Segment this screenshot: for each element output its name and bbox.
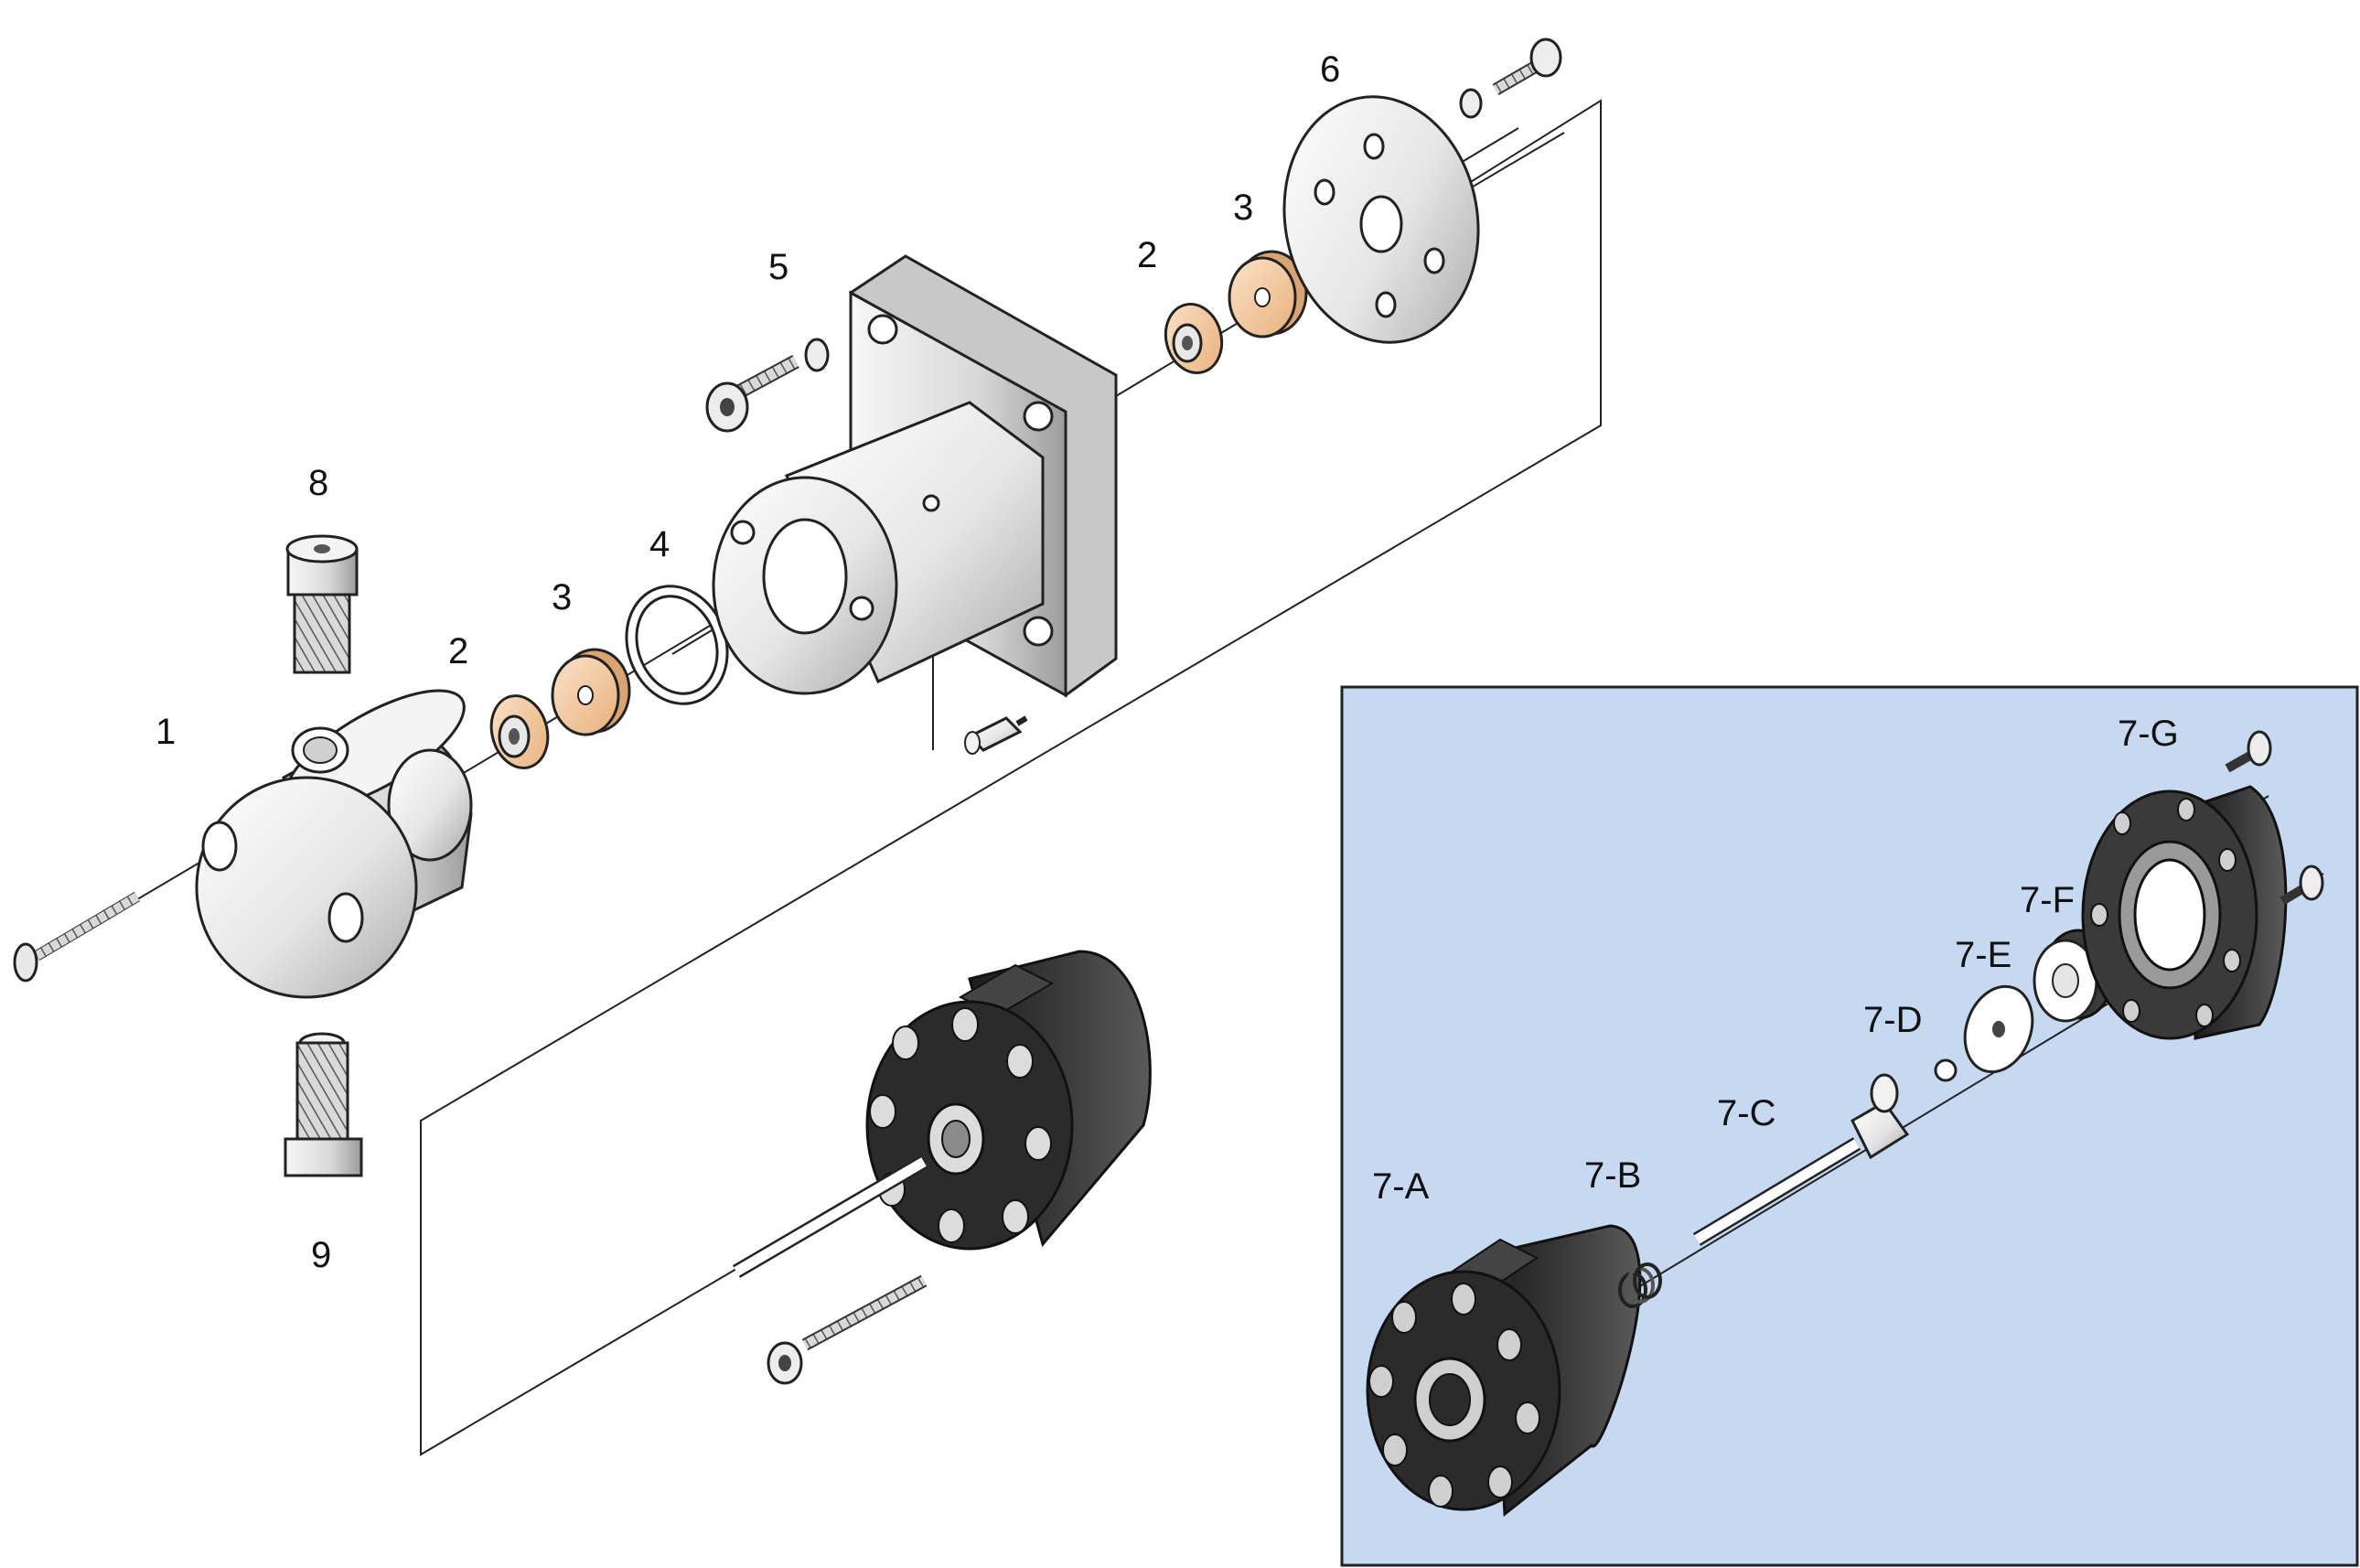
part-7g-screw-top [2225,730,2272,773]
label-part-7c: 7-C [1717,1093,1775,1133]
label-part-2-left: 2 [448,631,468,671]
label-part-8: 8 [308,463,328,503]
part-6-plate [1282,95,1480,344]
label-part-2-right: 2 [1137,235,1157,275]
part-2-seal-right [1164,302,1224,375]
part-6-screw [1459,38,1562,119]
callout-labels: 1 2 3 4 5 2 3 6 8 9 7-A 7-B 7-C 7-D 7-E … [156,49,2179,1275]
label-part-7d: 7-D [1863,1000,1922,1040]
part-4-o-ring [625,585,729,705]
label-part-7f: 7-F [2020,880,2075,920]
label-part-7g: 7-G [2118,714,2179,754]
part-5-housing [712,254,1118,698]
part-7g-support-ring [2081,785,2288,1040]
part-9-fitting [284,1032,363,1177]
label-part-1: 1 [156,712,176,752]
part-2-seal-left [489,694,550,769]
part-1-body [195,689,473,999]
label-part-7b: 7-B [1584,1155,1641,1196]
part-3-seal-left [551,648,631,736]
part-1-screw [13,891,141,983]
detail-inset [1340,685,2359,1567]
label-part-5: 5 [768,247,788,287]
label-part-3-left: 3 [552,577,572,618]
part-7b-spring [1618,1262,1662,1308]
label-part-7e: 7-E [1955,935,2011,975]
part-7c-plunger [1692,1073,1910,1246]
label-part-9: 9 [311,1235,331,1275]
label-part-4: 4 [649,524,670,564]
part-7a-piston-holder [1366,1224,1642,1517]
label-part-6: 6 [1320,49,1340,90]
part-7g-screw-bottom [2280,865,2324,906]
part-7-bolt [767,1274,928,1385]
part-7e-disc [1963,984,2034,1074]
part-7d-ball [1934,1058,1958,1082]
label-part-7a: 7-A [1372,1166,1430,1207]
label-part-3-right: 3 [1233,188,1253,228]
part-5-screw [705,338,830,433]
part-8-fitting [285,534,359,674]
part-7-assembly [865,950,1152,1251]
part-3-seal-right [1228,250,1308,338]
part-check-valve [964,715,1028,755]
part-7-plunger [732,1155,928,1278]
